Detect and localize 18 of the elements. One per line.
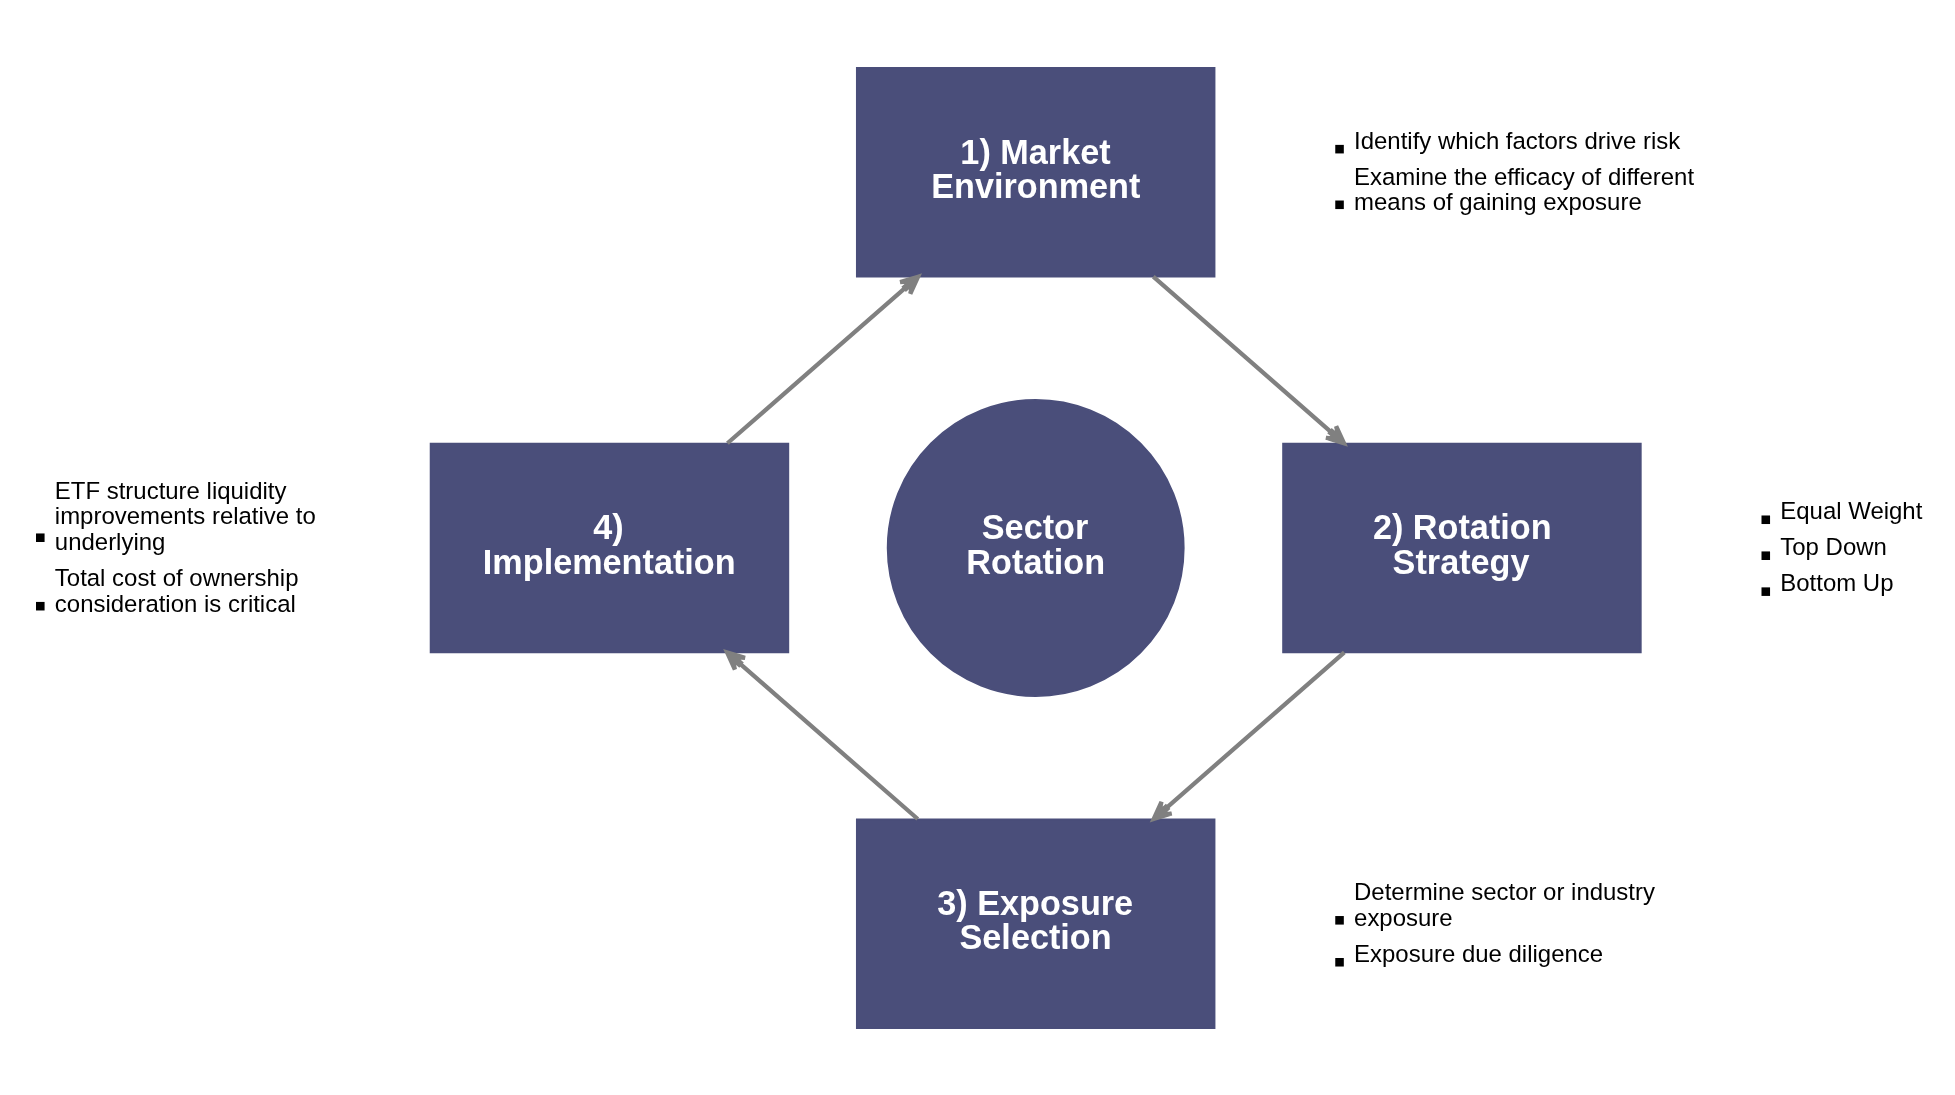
node-label: Identify which factors drive risk bbox=[1354, 126, 1681, 154]
node-box: 2) Rotation Strategy bbox=[1282, 442, 1642, 653]
node-circle: Sector Rotation bbox=[886, 398, 1185, 697]
arrow bbox=[726, 274, 921, 445]
arrow bbox=[1151, 650, 1346, 821]
node-label: Examine the efficacy of different means of gaining exposure bbox=[1354, 162, 1695, 215]
arrow bbox=[1151, 274, 1347, 445]
node-label: Total cost of ownership consideration is critical bbox=[54, 563, 299, 617]
node-label: Equal Weight bbox=[1780, 496, 1923, 524]
node-label: Top Down bbox=[1780, 532, 1887, 560]
node-label: ETF structure liquidity improvements relative to underlying bbox=[54, 476, 316, 555]
node-box: 1) Market Environment bbox=[855, 66, 1216, 278]
node-label: Exposure due diligence bbox=[1354, 939, 1604, 967]
node-label: Bottom Up bbox=[1780, 568, 1894, 596]
node-label: Determine sector or industry exposure bbox=[1354, 877, 1655, 931]
node-box: 4) Implementation bbox=[429, 442, 790, 653]
node-box: 3) Exposure Selection bbox=[855, 817, 1216, 1029]
arrow bbox=[724, 649, 920, 821]
